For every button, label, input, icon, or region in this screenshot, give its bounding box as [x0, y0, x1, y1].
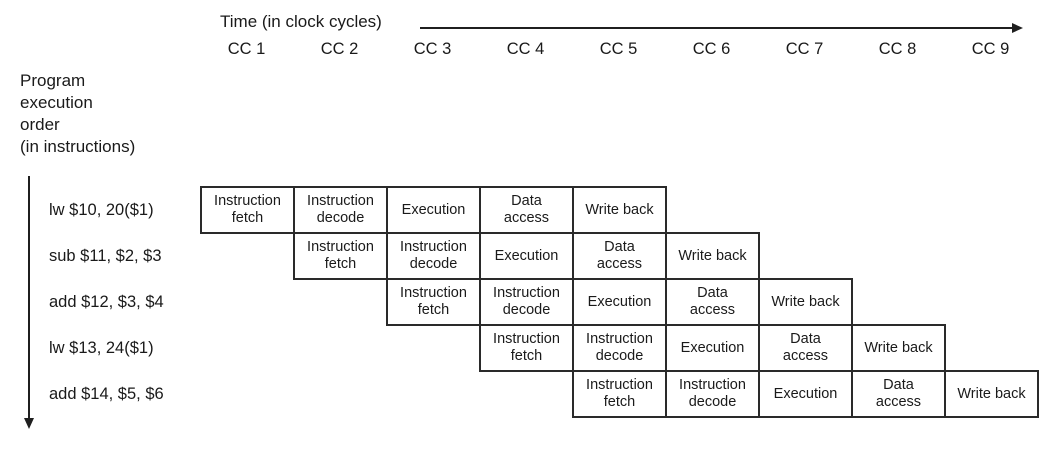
pipeline-stage-cell: Data access [851, 370, 946, 418]
program-order-label-line: execution [20, 93, 93, 112]
clock-cycle-label: CC 5 [599, 40, 638, 58]
pipeline-stage-cell: Write back [665, 232, 760, 280]
program-order-axis-label: Program execution order (in instructions… [20, 70, 135, 158]
clock-cycle-label: CC 4 [506, 40, 545, 58]
instruction-label: add $12, $3, $4 [49, 292, 164, 311]
pipeline-stage-cell: Data access [665, 278, 760, 326]
program-order-arrow-line [28, 176, 30, 419]
pipeline-stage-cell: Data access [479, 186, 574, 234]
pipeline-stage-cell: Instruction fetch [293, 232, 388, 280]
pipeline-stage-cell: Execution [665, 324, 760, 372]
clock-cycle-label: CC 8 [878, 40, 917, 58]
pipeline-stage-cell: Execution [479, 232, 574, 280]
instruction-label: lw $13, 24($1) [49, 338, 154, 357]
pipeline-stage-cell: Instruction decode [479, 278, 574, 326]
pipeline-stage-cell: Write back [572, 186, 667, 234]
program-order-label-line: (in instructions) [20, 137, 136, 156]
pipeline-stage-cell: Write back [758, 278, 853, 326]
clock-cycle-label: CC 9 [971, 40, 1010, 58]
instruction-label: lw $10, 20($1) [49, 200, 154, 219]
pipeline-stage-cell: Execution [758, 370, 853, 418]
instruction-label: sub $11, $2, $3 [49, 246, 162, 265]
clock-cycle-label: CC 3 [413, 40, 452, 58]
pipeline-stage-cell: Execution [572, 278, 667, 326]
pipeline-stage-cell: Instruction decode [293, 186, 388, 234]
time-axis-arrow-line [420, 27, 1014, 29]
clock-cycle-label: CC 6 [692, 40, 731, 58]
pipeline-stage-cell: Instruction fetch [479, 324, 574, 372]
instruction-label: add $14, $5, $6 [49, 384, 164, 403]
pipeline-stage-cell: Instruction fetch [200, 186, 295, 234]
pipeline-stage-cell: Instruction fetch [386, 278, 481, 326]
pipeline-stage-cell: Write back [944, 370, 1039, 418]
pipeline-stage-cell: Execution [386, 186, 481, 234]
clock-cycle-label: CC 1 [227, 40, 266, 58]
program-order-label-line: Program [20, 71, 86, 90]
pipeline-stage-cell: Data access [758, 324, 853, 372]
pipeline-stage-cell: Instruction decode [572, 324, 667, 372]
clock-cycle-label: CC 7 [785, 40, 824, 58]
program-order-label-line: order [20, 115, 60, 134]
program-order-arrowhead-icon [24, 418, 34, 429]
time-axis-label: Time (in clock cycles) [220, 12, 382, 31]
pipeline-stage-cell: Write back [851, 324, 946, 372]
time-axis-arrowhead-icon [1012, 23, 1023, 33]
pipeline-stage-cell: Instruction decode [665, 370, 760, 418]
pipeline-stage-cell: Instruction fetch [572, 370, 667, 418]
pipeline-stage-cell: Instruction decode [386, 232, 481, 280]
clock-cycle-label: CC 2 [320, 40, 359, 58]
pipeline-stage-cell: Data access [572, 232, 667, 280]
